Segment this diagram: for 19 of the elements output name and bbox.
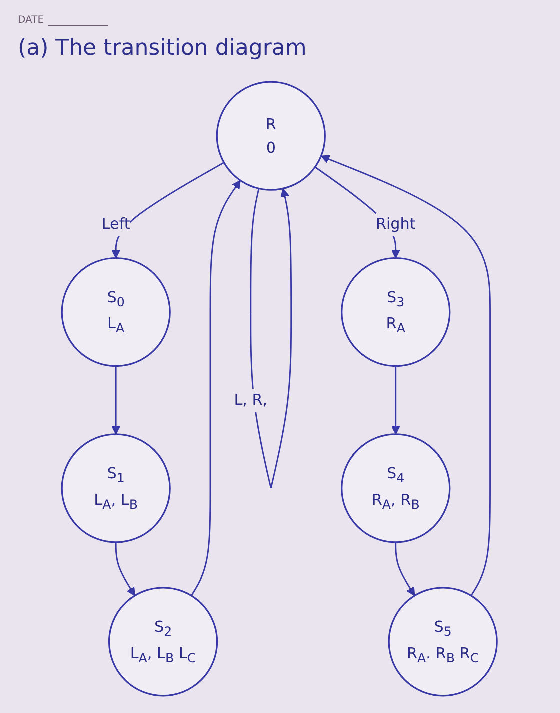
arrow [112,366,121,435]
arrow [116,542,136,596]
node-circle: S$_{1}$ L$_{A}$, L$_{B}$ [62,434,172,544]
title: (a) The transition diagram [18,36,307,61]
edge-label: Left [102,214,131,234]
arrow [396,542,416,596]
node-circle: S$_{5}$ R$_{A}$. R$_{B}$ R$_{C}$ [388,587,498,697]
arrow [112,162,225,259]
arrow [191,180,242,596]
node-circle: S$_{4}$ R$_{A}$, R$_{B}$ [341,434,452,544]
node-circle: R 0 [216,81,326,191]
node-circle: S$_{3}$ R$_{A}$ [341,257,452,368]
arrow [392,366,401,435]
edge-label: Right [376,214,416,234]
edge-label: L, R, [234,391,268,410]
arrow [321,155,492,596]
date-label: DATE [18,15,44,26]
node-circle: S$_{0}$ L$_{A}$ [62,257,172,368]
node-circle: S$_{2}$ L$_{A}$, L$_{B}$ L$_{C}$ [108,587,219,697]
